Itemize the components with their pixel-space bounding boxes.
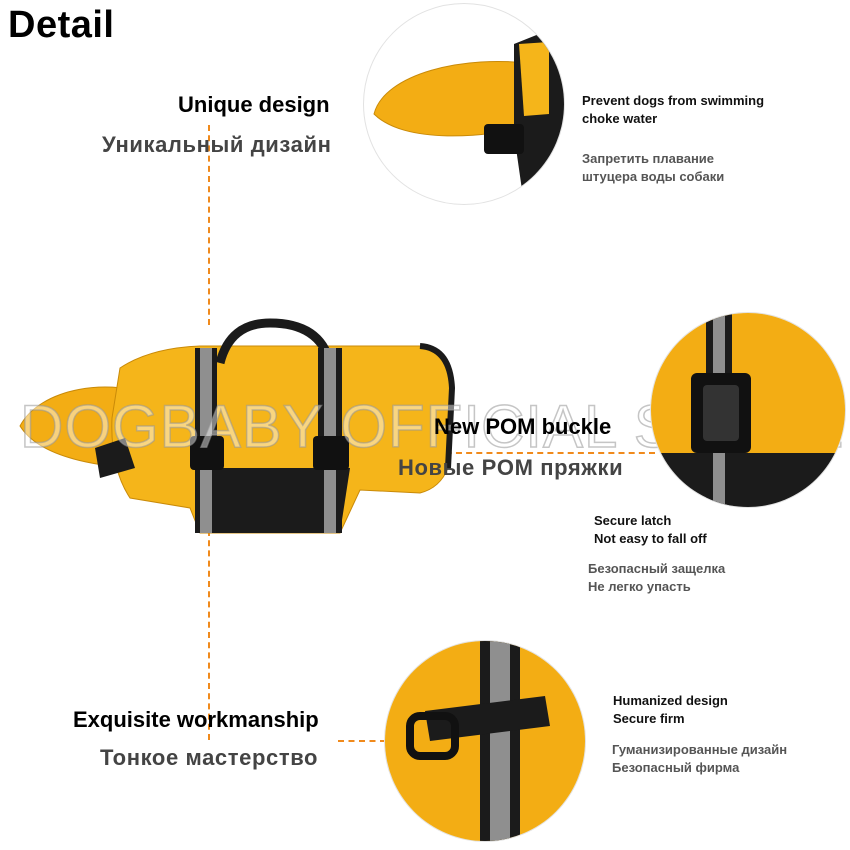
workmanship-note-en-line2: Secure firm xyxy=(613,711,685,726)
unique-note-en-line2: choke water xyxy=(582,111,658,126)
workmanship-note-en: Humanized design Secure firm xyxy=(613,692,728,728)
unique-note-ru-line2: штуцера воды собаки xyxy=(582,169,725,184)
workmanship-title-ru: Тонкое мастерство xyxy=(100,745,319,770)
unique-note-en-line1: Prevent dogs from swimming xyxy=(582,93,765,108)
unique-note-ru-line1: Запретить плавание xyxy=(582,151,715,166)
buckle-note-ru-line1: Безопасный защелка xyxy=(588,561,726,576)
buckle-title: New POM buckle xyxy=(434,414,612,439)
unique-design-title-ru: Уникальный дизайн xyxy=(102,132,332,157)
buckle-title-ru: Новые POM пряжки xyxy=(398,455,624,480)
buckle-note-ru: Безопасный защелка Не легко упасть xyxy=(588,560,725,596)
buckle-closeup-image xyxy=(650,312,846,508)
guide-line-left-lower xyxy=(208,530,210,740)
workmanship-note-en-line1: Humanized design xyxy=(613,693,728,708)
guide-line-workmanship xyxy=(338,740,386,742)
unique-note-ru: Запретить плавание штуцера воды собаки xyxy=(582,150,724,186)
buckle-note-en: Secure latch Not easy to fall off xyxy=(594,512,707,548)
workmanship-note-ru-line1: Гуманизированные дизайн xyxy=(612,742,788,757)
fin-closeup-image xyxy=(363,3,565,205)
workmanship-title: Exquisite workmanship xyxy=(73,707,319,732)
unique-note-en: Prevent dogs from swimming choke water xyxy=(582,92,764,128)
buckle-note-en-line2: Not easy to fall off xyxy=(594,531,707,546)
handle-closeup-image xyxy=(384,640,586,842)
buckle-note-en-line1: Secure latch xyxy=(594,513,672,528)
workmanship-note-ru-line2: Безопасный фирма xyxy=(612,760,740,775)
page-title: Detail xyxy=(8,4,115,46)
workmanship-note-ru: Гуманизированные дизайн Безопасный фирма xyxy=(612,741,787,777)
guide-line-buckle xyxy=(395,452,655,454)
main-vest-image xyxy=(0,318,460,548)
unique-design-title: Unique design xyxy=(178,92,330,117)
buckle-note-ru-line2: Не легко упасть xyxy=(588,579,691,594)
guide-line-left xyxy=(208,125,210,325)
